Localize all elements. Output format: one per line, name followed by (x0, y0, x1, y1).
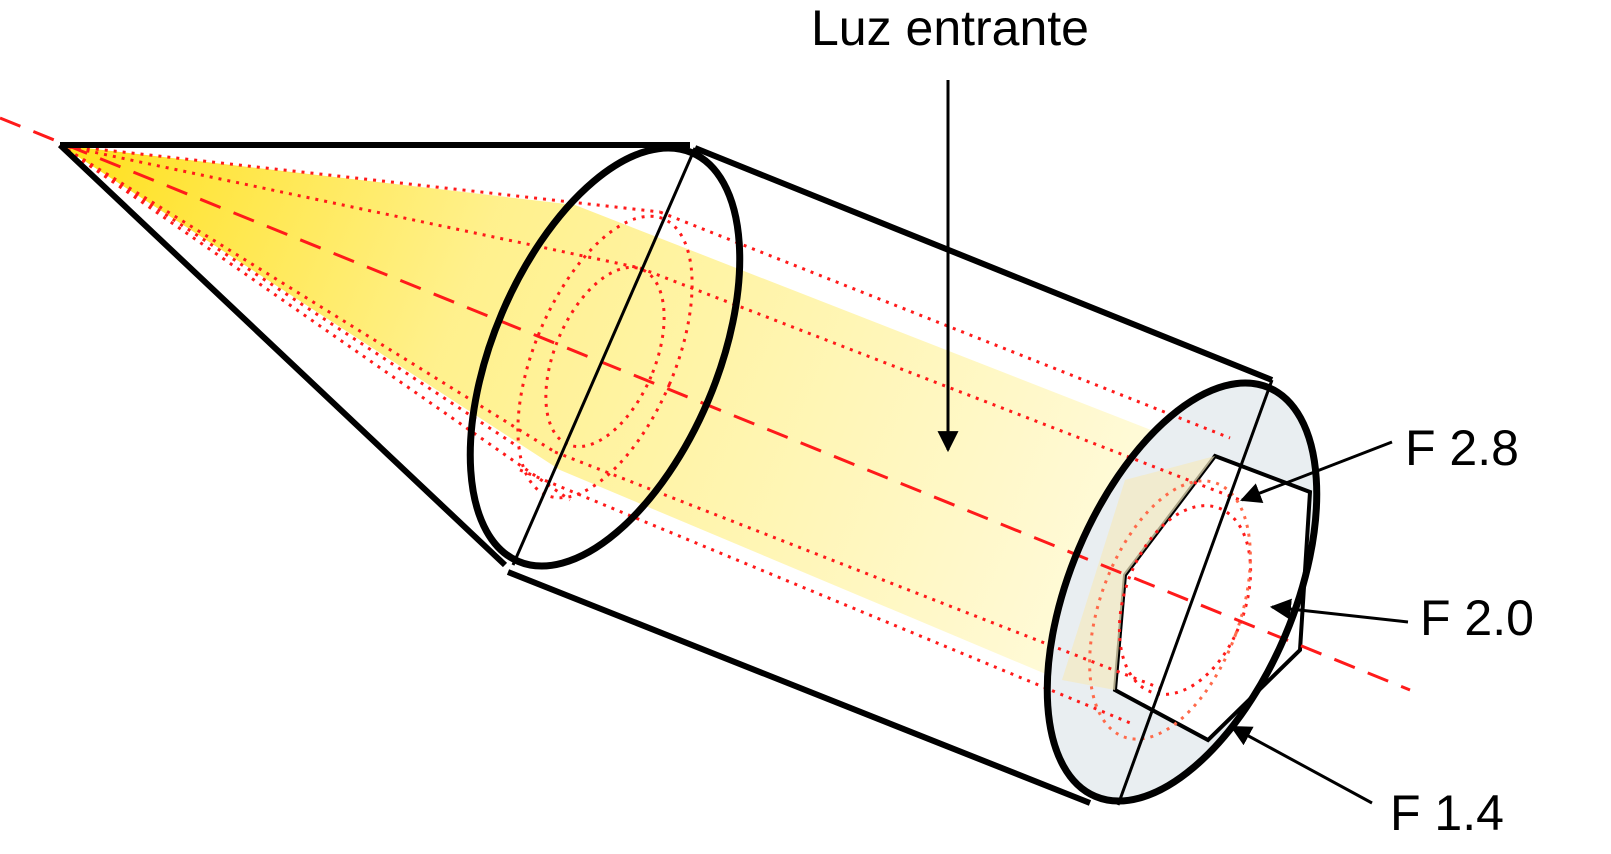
f28-arrow (1240, 440, 1393, 503)
f14-label: F 1.4 (1390, 785, 1504, 841)
f14-arrow (1230, 725, 1373, 805)
light-beam (60, 145, 1215, 680)
incoming-light-label: Luz entrante (811, 0, 1089, 56)
f20-arrow (1269, 598, 1409, 624)
f20-label: F 2.0 (1420, 590, 1534, 646)
f28-label: F 2.8 (1405, 420, 1519, 476)
lens-outline (57, 142, 1321, 806)
beam-through-aperture (1062, 456, 1215, 690)
